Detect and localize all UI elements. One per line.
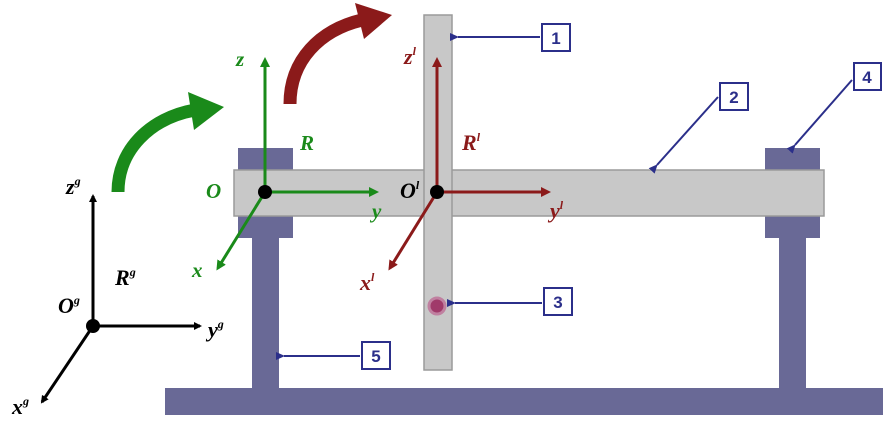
label-ol: Ol [400,178,420,203]
axis-x [216,191,267,271]
label-r: R [299,131,314,155]
callout-5: 5 [361,341,391,370]
label-xg: xg [11,394,29,419]
label-z: z [235,47,245,71]
label-zg: zg [65,174,81,199]
rotation-arrow-red [283,13,364,105]
label-y: y [369,199,382,223]
frame-r [216,57,379,271]
right-post [779,236,806,390]
origin-og-dot [86,319,100,333]
callout-1: 1 [541,23,571,52]
axis-xl [388,191,439,271]
global-frame [40,194,202,404]
left-post [252,236,279,390]
callout-4-label: 4 [862,68,872,87]
callout-3-label: 3 [553,293,562,312]
label-zl: zl [403,44,417,69]
label-yg: yg [205,317,224,342]
callout-2: 2 [719,82,749,111]
rotation-arrow-green [111,103,197,193]
callout-5-label: 5 [371,347,380,366]
sensor-point [427,296,447,316]
axis-xg [40,325,95,404]
label-rl: Rl [461,130,481,155]
callout-1-label: 1 [551,29,560,48]
origin-o-dot [258,185,272,199]
label-og: Og [58,293,80,318]
label-o: O [206,179,221,203]
rotation-arrowhead-red [355,3,392,39]
label-rg: Rg [114,265,136,290]
label-yl: yl [547,198,564,223]
origin-ol-dot [430,185,444,199]
callout-3: 3 [543,287,573,316]
rotation-arrowhead-green [188,92,224,130]
label-x: x [191,258,203,282]
leader-2 [648,96,719,174]
label-xl: xl [359,270,375,295]
frame-rl [388,57,551,271]
callout-leaders [276,33,853,360]
callout-2-label: 2 [729,88,738,107]
base-plate [165,388,883,415]
leader-4 [786,79,853,154]
callout-4: 4 [853,62,882,91]
